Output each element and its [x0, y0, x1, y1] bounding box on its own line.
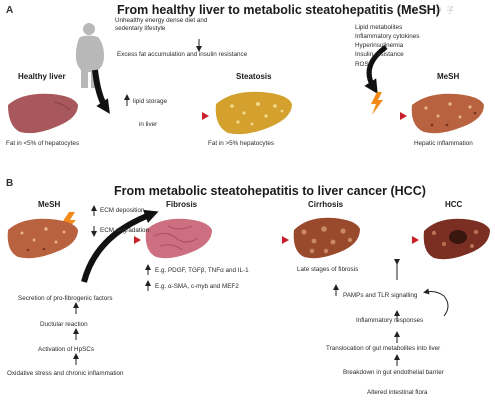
ecm-deposition-text: ECM deposition: [100, 207, 145, 214]
fibrosis-liver-icon: [145, 218, 212, 259]
left-chain-item: Oxidative stress and chronic inflammatio…: [7, 370, 124, 377]
steatosis-liver-icon: [215, 91, 292, 135]
mesh-liver-icon-b: [7, 218, 78, 259]
steatosis-caption: Fat in >5% hepatocytes: [208, 140, 274, 147]
left-chain-item: Ductular reaction: [40, 321, 88, 328]
right-chain-item: Altered intestinal flora: [367, 389, 428, 396]
healthy-caption: Fat in <5% of hepatocytes: [6, 140, 79, 147]
fibrosis-label: Fibrosis: [166, 200, 198, 209]
mesh-label-b: MeSH: [38, 200, 61, 209]
mesh-caption-a: Hepatic inflammation: [414, 140, 473, 147]
lipid-storage-text: lipid storage: [133, 98, 167, 105]
hit-item: Insulin resistance: [355, 51, 404, 59]
ecm-degradation-text: ECM degradation: [100, 227, 150, 234]
hit-item: Hyperinsulinemia: [355, 42, 404, 50]
left-chain-item: Activation of HpSCs: [38, 346, 94, 353]
cirrhosis-label: Cirrhosis: [308, 200, 344, 209]
healthy-liver-icon: [8, 93, 78, 134]
hits-list: Lipid metabolites Inflammatory cytokines…: [355, 23, 419, 69]
left-chain-item: Secretion of pro-fibrogenic factors: [18, 295, 113, 302]
steatosis-label: Steatosis: [236, 72, 272, 81]
panel-b-title: From metabolic steatohepatitis to liver …: [114, 184, 426, 198]
healthy-liver-label: Healthy liver: [18, 72, 66, 81]
panel-a-letter: A: [6, 5, 14, 16]
watermark: 日 科 学 中 子: [396, 6, 456, 15]
panel-a-title: From healthy liver to metabolic steatohe…: [117, 3, 440, 17]
curved-arrow-a: [92, 69, 110, 114]
in-liver-text: in liver: [139, 121, 158, 128]
curved-arrow-c: [364, 44, 388, 94]
hit-item: Inflammatory cytokines: [355, 33, 420, 41]
right-chain-item: Inflammatory responses: [356, 317, 424, 324]
lightning-icon: [371, 92, 383, 115]
hcc-label: HCC: [445, 200, 463, 209]
panel-b-letter: B: [6, 178, 14, 189]
hit-item: Lipid metabolites: [355, 24, 403, 31]
right-chain-item: Translocation of gut metabolites into li…: [326, 345, 441, 352]
right-chain-item: Breakdown in gut endothelial barrier: [343, 369, 444, 376]
right-chain-item: PAMPs and TLR signalling: [343, 292, 418, 299]
mesh-liver-icon-a: [411, 93, 484, 134]
fibrosis-factors-1: E.g. PDGF, TGFβ, TNFα and IL-1: [155, 267, 249, 274]
risk-factors-text: Unhealthy energy dense diet and sedentar…: [115, 17, 208, 32]
hit-item: ROS: [355, 60, 369, 68]
cirrhosis-caption: Late stages of fibrosis: [297, 266, 359, 273]
curved-arrow-b: [81, 209, 159, 283]
cirrhosis-liver-icon: [293, 217, 360, 259]
fibrosis-factors-2: E.g. α-SMA, c-myb and MEF2: [155, 283, 239, 290]
mesh-label-a: MeSH: [437, 72, 460, 81]
person-icon: [75, 23, 104, 88]
hcc-liver-icon: [423, 218, 490, 260]
fat-accumulation-text: Excess fat accumulation and insulin resi…: [117, 51, 248, 58]
